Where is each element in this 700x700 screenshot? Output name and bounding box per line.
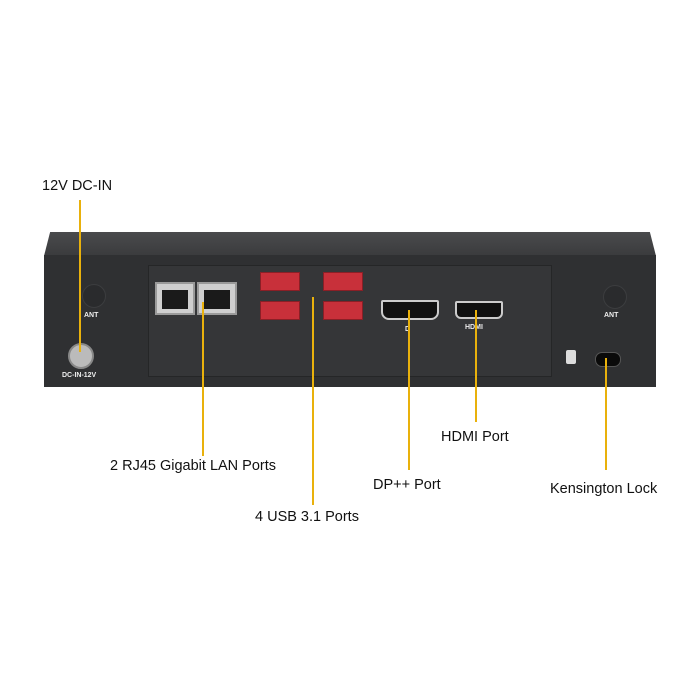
callout-line-hdmi <box>475 310 477 422</box>
callout-dc-in: 12V DC-IN <box>42 178 113 194</box>
callout-line-dp <box>408 310 410 470</box>
chassis-top <box>44 232 656 256</box>
ant-left-label: ANT <box>84 312 99 319</box>
hdmi-label: HDMI <box>465 324 483 331</box>
callout-usb: 4 USB 3.1 Ports <box>255 509 359 525</box>
hdmi-port <box>455 301 503 319</box>
callout-line-lan <box>202 302 204 456</box>
usb-port-2 <box>260 301 300 320</box>
usb-port-1 <box>260 272 300 291</box>
usb-port-4 <box>323 301 363 320</box>
ant-right-label: ANT <box>604 312 619 319</box>
callout-dp: DP++ Port <box>373 477 441 493</box>
dc-jack <box>68 343 94 369</box>
displayport <box>381 300 439 320</box>
rj45-port-1 <box>155 282 195 315</box>
callout-line-usb <box>312 297 314 505</box>
antenna-mount-left <box>82 284 106 308</box>
callout-kensington: Kensington Lock <box>550 481 658 497</box>
callout-line-kensington <box>605 358 607 470</box>
antenna-mount-right <box>603 285 627 309</box>
callout-lan: 2 RJ45 Gigabit LAN Ports <box>110 458 277 474</box>
lock-icon <box>566 350 576 364</box>
callout-hdmi: HDMI Port <box>441 429 509 445</box>
dp-label: D <box>405 326 410 333</box>
callout-line-dc <box>79 200 81 352</box>
kensington-slot <box>595 352 621 367</box>
rj45-port-2 <box>197 282 237 315</box>
dc-label: DC-IN-12V <box>62 372 97 379</box>
usb-port-3 <box>323 272 363 291</box>
